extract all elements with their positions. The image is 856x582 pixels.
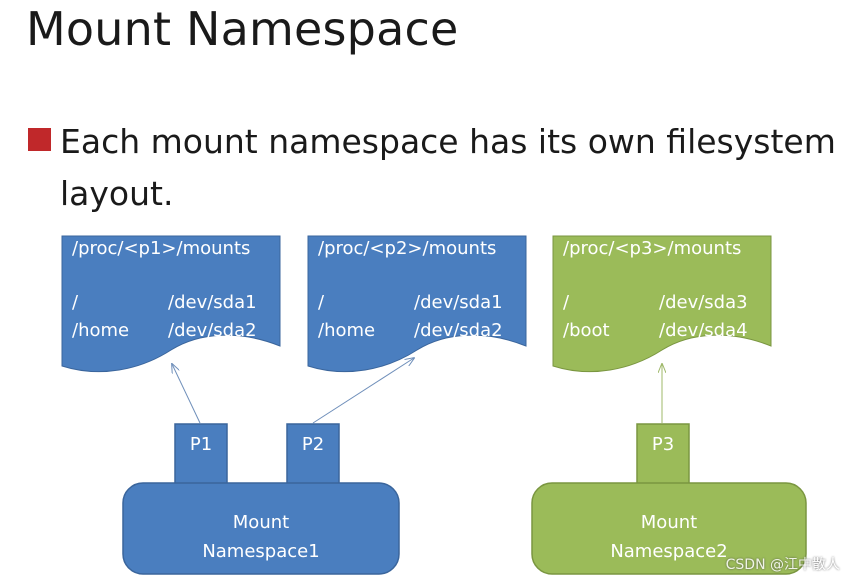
watermark: CSDN @江中散人 bbox=[725, 557, 840, 573]
bullet-square-icon bbox=[28, 128, 51, 151]
arrow-p2-to-doc2 bbox=[312, 358, 414, 424]
doc-device: /dev/sda2 bbox=[414, 320, 503, 341]
doc-header: /proc/<p2>/mounts bbox=[318, 238, 496, 259]
process-label: P3 bbox=[652, 434, 674, 455]
mount-namespace-2: P3 Mount Namespace2 bbox=[531, 423, 807, 575]
process-box bbox=[286, 423, 340, 487]
namespace-label: Mount bbox=[233, 512, 289, 533]
arrow-p1-to-doc1 bbox=[172, 364, 201, 424]
mounts-document-p2: /proc/<p2>/mounts / /dev/sda1 /home /dev… bbox=[307, 235, 527, 373]
page-title: Mount Namespace bbox=[26, 2, 459, 56]
doc-header: /proc/<p1>/mounts bbox=[72, 238, 250, 259]
process-label: P1 bbox=[190, 434, 212, 455]
doc-device: /dev/sda4 bbox=[659, 320, 748, 341]
doc-mount-point: / bbox=[72, 292, 79, 313]
doc-mount-point: /boot bbox=[563, 320, 610, 341]
mounts-document-p3: /proc/<p3>/mounts / /dev/sda3 /boot /dev… bbox=[552, 235, 772, 373]
namespace-box bbox=[531, 482, 807, 575]
doc-mount-point: /home bbox=[72, 320, 129, 341]
doc-device: /dev/sda2 bbox=[168, 320, 257, 341]
doc-mount-point: / bbox=[563, 292, 570, 313]
process-box bbox=[636, 423, 690, 487]
mount-namespace-1: P1 P2 Mount Namespace1 bbox=[122, 423, 400, 575]
doc-device: /dev/sda1 bbox=[414, 292, 503, 313]
namespace-box bbox=[122, 482, 400, 575]
doc-header: /proc/<p3>/mounts bbox=[563, 238, 741, 259]
doc-device: /dev/sda1 bbox=[168, 292, 257, 313]
doc-mount-point: / bbox=[318, 292, 325, 313]
process-label: P2 bbox=[302, 434, 324, 455]
bullet-text: Each mount namespace has its own filesys… bbox=[60, 122, 836, 213]
doc-device: /dev/sda3 bbox=[659, 292, 748, 313]
doc-mount-point: /home bbox=[318, 320, 375, 341]
namespace-label: Namespace1 bbox=[202, 541, 319, 562]
namespace-label: Mount bbox=[641, 512, 697, 533]
namespace-label: Namespace2 bbox=[610, 541, 727, 562]
mounts-document-p1: /proc/<p1>/mounts / /dev/sda1 /home /dev… bbox=[61, 235, 281, 373]
process-box bbox=[174, 423, 228, 487]
